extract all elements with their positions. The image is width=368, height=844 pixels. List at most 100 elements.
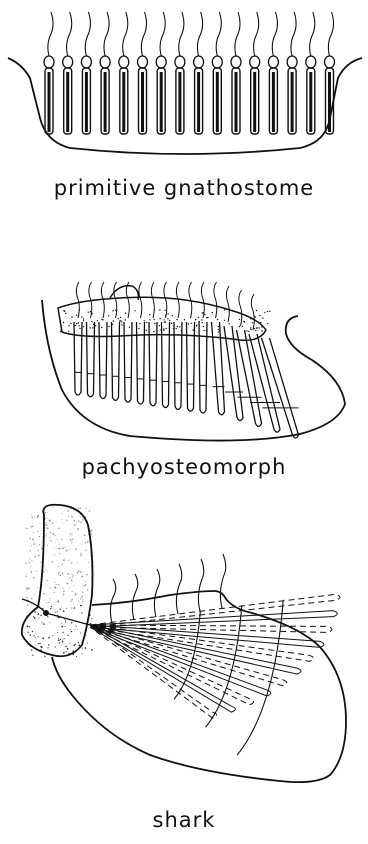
radial-joint	[175, 56, 185, 68]
stipple-dot	[149, 314, 150, 315]
stipple-dot	[87, 541, 89, 543]
stipple-dot	[121, 324, 122, 325]
stipple-dot	[54, 592, 55, 593]
stipple-dot	[91, 530, 93, 532]
stipple-dot	[244, 321, 245, 322]
stipple-dot	[85, 508, 86, 509]
stipple-dot	[84, 585, 86, 587]
stipple-dot	[44, 656, 45, 657]
stipple-dot	[37, 550, 38, 551]
stipple-dot	[63, 322, 64, 323]
stipple-dot	[70, 600, 71, 601]
stipple-dot	[31, 517, 33, 519]
stipple-dot	[37, 515, 39, 517]
stipple-dot	[66, 651, 67, 652]
stipple-dot	[163, 330, 164, 331]
stipple-dot	[248, 331, 249, 332]
nerve-line	[239, 290, 242, 326]
stipple-dot	[43, 623, 44, 624]
stipple-dot	[202, 322, 203, 323]
stipple-dot	[184, 319, 185, 320]
stipple-dot	[68, 516, 69, 517]
stipple-dot	[82, 648, 83, 649]
stipple-dot	[159, 325, 160, 326]
stipple-dot	[91, 543, 92, 544]
nerve-line	[272, 12, 277, 56]
stipple-dot	[47, 571, 48, 572]
stipple-dot	[80, 571, 82, 573]
stipple-dot	[72, 653, 74, 655]
stipple-dot	[34, 594, 35, 595]
stipple-dot	[72, 508, 73, 509]
stipple-dot	[90, 531, 91, 532]
fin-rays-group	[44, 12, 335, 134]
nerve-line	[310, 12, 315, 56]
stipple-dot	[90, 529, 91, 530]
stipple-dot	[80, 554, 82, 556]
stipple-dot	[75, 644, 76, 645]
stipple-dot	[64, 591, 65, 592]
stipple-dot	[177, 326, 178, 327]
nerve-line	[67, 12, 72, 56]
stipple-dot	[50, 537, 51, 538]
stipple-dot	[204, 314, 205, 315]
stipple-dot	[40, 615, 41, 616]
fin-radial	[74, 322, 82, 395]
stipple-dot	[129, 327, 130, 328]
stipple-dot	[72, 574, 73, 575]
stipple-dot	[62, 547, 64, 549]
radial-joint	[156, 56, 166, 68]
stipple-dot	[67, 573, 69, 575]
stipple-dot	[42, 554, 43, 555]
stipple-dot	[71, 622, 72, 623]
stipple-dot	[85, 542, 86, 543]
stipple-dot	[56, 584, 57, 585]
nerve-line	[328, 12, 333, 56]
stipple-dot	[41, 622, 42, 623]
stipple-dot	[34, 617, 36, 619]
stipple-dot	[29, 626, 30, 627]
stipple-dot	[50, 598, 51, 599]
fin-radial	[262, 338, 299, 438]
pachyosteomorph-fin-diagram	[0, 270, 368, 442]
stipple-dot	[115, 310, 116, 311]
stipple-dot	[80, 513, 81, 514]
stipple-dot	[62, 641, 64, 643]
stipple-dot	[31, 545, 32, 546]
stipple-dot	[73, 604, 74, 605]
stipple-dot	[71, 535, 72, 536]
fin-radials-group	[90, 594, 340, 755]
stipple-dot	[33, 532, 34, 533]
stipple-dot	[159, 309, 160, 310]
stipple-dot	[64, 638, 65, 639]
stipple-dot	[85, 581, 86, 582]
stipple-dot	[171, 323, 172, 324]
stipple-dot	[25, 576, 26, 577]
stipple-dot	[58, 639, 60, 641]
stipple-dot	[33, 635, 34, 636]
stipple-dot	[252, 322, 253, 323]
stipple-dot	[267, 323, 268, 324]
stipple-dot	[62, 573, 64, 575]
stipple-dot	[164, 310, 165, 311]
stipple-dot	[224, 320, 225, 321]
stipple-dot	[71, 516, 73, 518]
stipple-dot	[85, 550, 86, 551]
nerve-line	[123, 12, 128, 56]
stipple-dot	[261, 330, 262, 331]
nerve-line	[141, 12, 146, 56]
stipple-dot	[37, 587, 38, 588]
stipple-dot	[95, 325, 96, 326]
stipple-dot	[41, 548, 43, 550]
stipple-dot	[57, 611, 58, 612]
stipple-dot	[54, 548, 55, 549]
nerve-line	[160, 12, 165, 56]
stipple-dot	[65, 626, 66, 627]
stipple-dot	[91, 562, 93, 564]
stipple-dot	[49, 622, 50, 623]
stipple-dot	[239, 326, 240, 327]
stipple-dot	[55, 542, 56, 543]
radial-joint	[138, 56, 148, 68]
stipple-dot	[255, 316, 256, 317]
stipple-dot	[67, 583, 69, 585]
